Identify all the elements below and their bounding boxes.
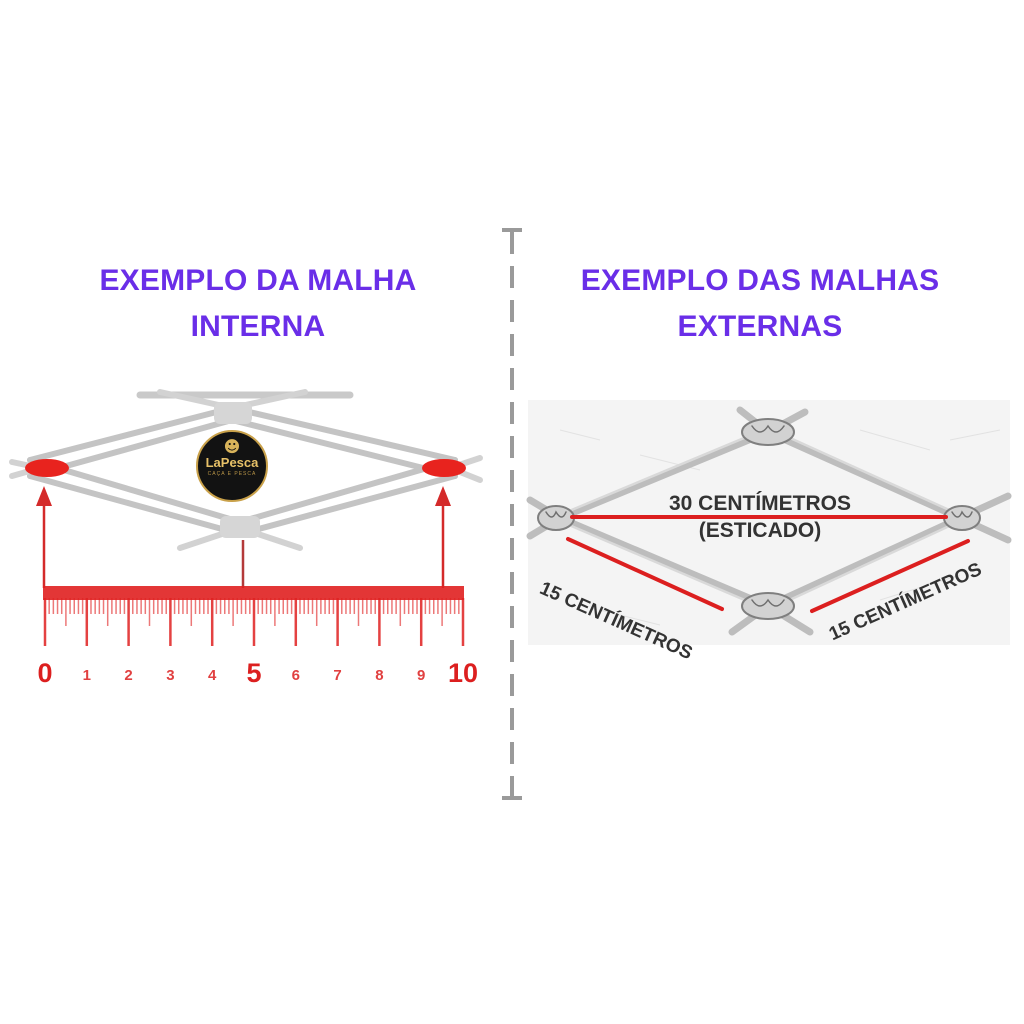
- outer-mesh-title-line2: EXTERNAS: [677, 310, 843, 343]
- right-end-dot: [422, 459, 466, 477]
- ruler-number: 0: [37, 658, 53, 688]
- fish-icon: ☻: [223, 437, 241, 456]
- inner-mesh-title-line2: INTERNA: [190, 310, 326, 343]
- inner-mesh-title: EXEMPLO DA MALHA INTERNA: [48, 258, 468, 350]
- center-divider: [502, 228, 522, 800]
- measure-label-stretched-line2: (ESTICADO): [698, 519, 822, 542]
- ruler-number: 4: [208, 667, 217, 684]
- ruler-number: 10: [447, 658, 479, 688]
- ruler-number: 9: [417, 667, 426, 684]
- outer-mesh-net: [526, 406, 1012, 636]
- logo-tagline: CAÇA E PESCA: [207, 471, 257, 477]
- measure-label-stretched: 30 CENTÍMETROS (ESTICADO): [660, 490, 860, 544]
- ruler-number: 2: [124, 667, 133, 684]
- ruler-number: 6: [291, 667, 300, 684]
- ruler-number: 7: [333, 667, 342, 684]
- ruler-number: 5: [246, 658, 262, 688]
- lapesca-logo: ☻ LaPesca CAÇA E PESCA: [196, 430, 268, 502]
- left-end-dot: [25, 459, 69, 477]
- measure-line-right: [810, 539, 970, 613]
- ruler-number: 3: [166, 667, 175, 684]
- outer-mesh-title-line1: EXEMPLO DAS MALHAS: [580, 264, 940, 297]
- ruler-number: 1: [82, 667, 91, 684]
- measuring-ruler: [43, 586, 465, 646]
- measure-label-stretched-line1: 30 CENTÍMETROS: [668, 492, 852, 515]
- logo-name: LaPesca: [205, 455, 259, 470]
- measure-line-left: [566, 537, 724, 611]
- outer-mesh-measurements: [566, 515, 970, 613]
- ruler-number: 8: [375, 667, 384, 684]
- left-arrow-head: [36, 486, 52, 506]
- outer-mesh-title: EXEMPLO DAS MALHAS EXTERNAS: [550, 258, 970, 350]
- inner-mesh-markers: [25, 459, 466, 588]
- inner-mesh-title-line1: EXEMPLO DA MALHA: [99, 264, 417, 297]
- right-arrow-head: [435, 486, 451, 506]
